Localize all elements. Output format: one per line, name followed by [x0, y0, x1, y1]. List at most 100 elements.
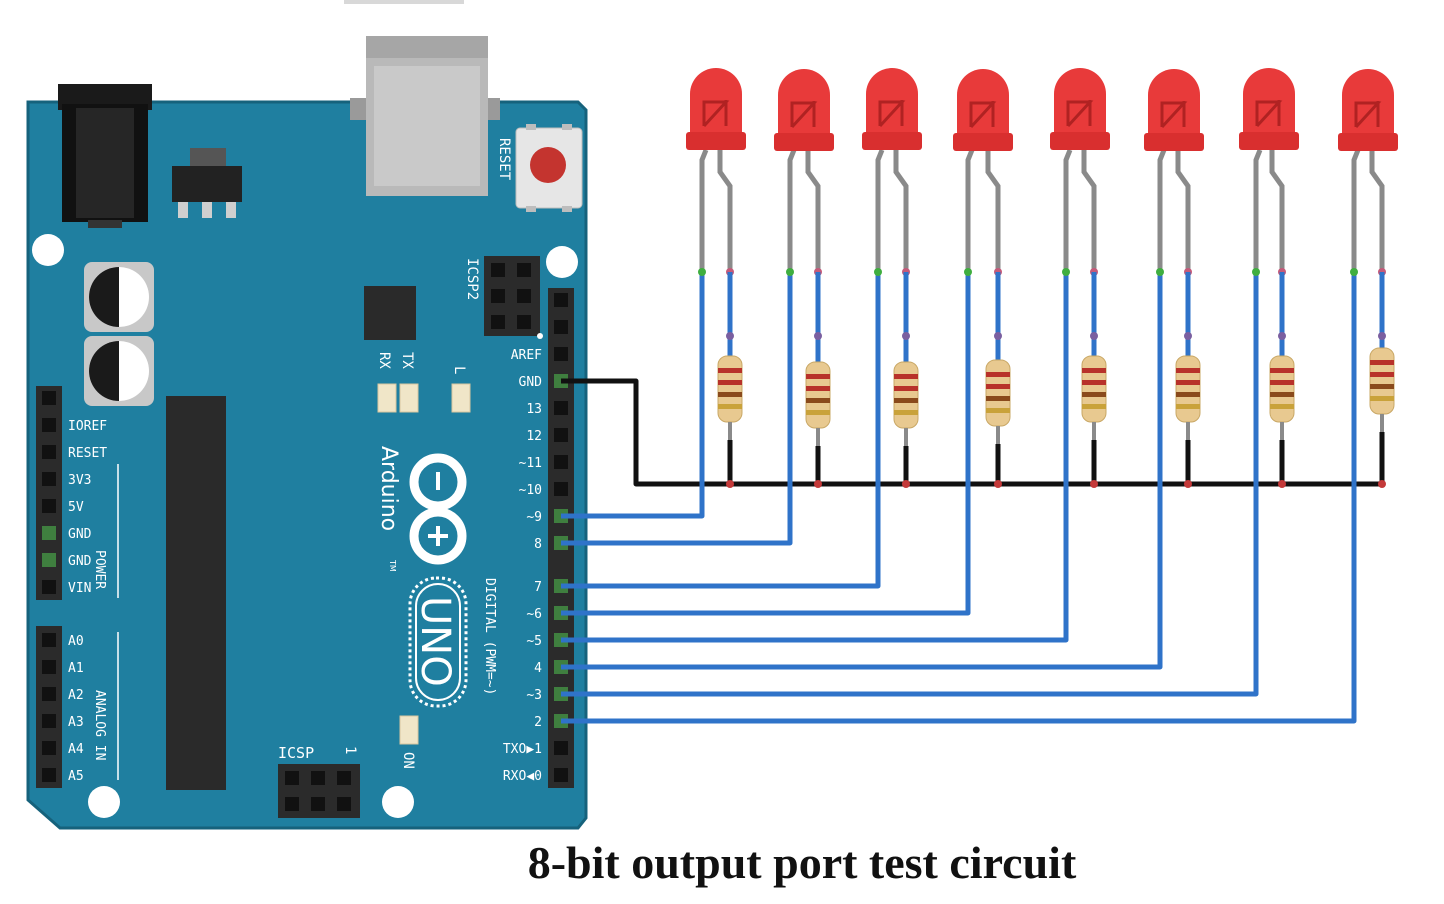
signal-wire [561, 272, 793, 546]
led [1054, 68, 1106, 146]
analog-section-label: ANALOG IN [92, 690, 107, 760]
tx-label: TX [399, 352, 415, 369]
digital-pin[interactable] [554, 320, 568, 334]
icsp-pin[interactable] [337, 771, 351, 785]
junction-dot [1184, 332, 1192, 340]
analog-pin[interactable] [42, 687, 56, 701]
analog-pin[interactable] [42, 741, 56, 755]
arduino-logo [409, 453, 467, 565]
digital-pin[interactable] [554, 482, 568, 496]
resistor-band [986, 396, 1010, 401]
reset-label: RESET [496, 138, 512, 181]
icsp-pin[interactable] [311, 797, 325, 811]
power-pin[interactable] [42, 580, 56, 594]
resistor-band [1176, 368, 1200, 373]
uno-badge [408, 576, 468, 708]
led-rim [1144, 133, 1204, 151]
mounting-hole [32, 234, 64, 266]
digital-pin[interactable] [554, 347, 568, 361]
junction-dot [1062, 268, 1070, 276]
icsp2-pin[interactable] [517, 315, 531, 329]
led-rim [953, 133, 1013, 151]
resistor-band [986, 384, 1010, 389]
analog-pin[interactable] [42, 768, 56, 782]
power-pin-label: IOREF [68, 419, 107, 434]
junction-dot [1156, 268, 1164, 276]
icsp-pin[interactable] [311, 771, 325, 785]
led [690, 68, 742, 146]
mounting-hole [546, 246, 578, 278]
junction-dot [994, 332, 1002, 340]
digital-pin-label: 2 [534, 715, 542, 730]
resistor-band [1370, 396, 1394, 401]
digital-pin[interactable] [554, 768, 568, 782]
digital-pin[interactable] [554, 455, 568, 469]
analog-pin[interactable] [42, 714, 56, 728]
power-header [36, 386, 62, 600]
analog-pin[interactable] [42, 633, 56, 647]
icsp-pin[interactable] [285, 797, 299, 811]
power-pin-label: 3V3 [68, 473, 91, 488]
resistor-band [718, 404, 742, 409]
power-pin[interactable] [42, 391, 56, 405]
digital-header [548, 288, 574, 788]
junction-dot [902, 332, 910, 340]
resistor-band [1176, 392, 1200, 397]
reset-button[interactable] [515, 124, 583, 212]
junction-dot [1252, 268, 1260, 276]
junction-dot [1090, 332, 1098, 340]
digital-pin[interactable] [554, 401, 568, 415]
junction-dot [1184, 480, 1192, 488]
power-pin-label: VIN [68, 581, 91, 596]
icsp2-pin[interactable] [491, 315, 505, 329]
junction-dot [1278, 332, 1286, 340]
icsp2-pin[interactable] [517, 289, 531, 303]
on-label: ON [400, 752, 416, 769]
resistor-band [806, 374, 830, 379]
digital-pin-label: 13 [526, 402, 542, 417]
resistor-band [1270, 404, 1294, 409]
led-rim [1338, 133, 1398, 151]
power-pin[interactable] [42, 526, 56, 540]
icsp2-pin[interactable] [491, 263, 505, 277]
power-pin[interactable] [42, 445, 56, 459]
digital-section-label: DIGITAL (PWM=~) [482, 578, 497, 695]
power-pin[interactable] [42, 418, 56, 432]
trademark-mark: TM [388, 559, 397, 572]
analog-pin-label: A4 [68, 742, 84, 757]
icsp-pin[interactable] [285, 771, 299, 785]
digital-pin-label: ~10 [519, 483, 542, 498]
led-anode-leg [1081, 150, 1097, 272]
analog-pin[interactable] [42, 660, 56, 674]
resistor-band [1082, 380, 1106, 385]
resistor-band [1176, 380, 1200, 385]
caption: 8-bit output port test circuit [527, 837, 1077, 888]
led-assembly [774, 69, 834, 488]
led-assembly [1050, 68, 1110, 488]
digital-pin[interactable] [554, 293, 568, 307]
power-pin[interactable] [42, 553, 56, 567]
resistor-band [1370, 384, 1394, 389]
resistor [1175, 355, 1201, 423]
analog-header [36, 626, 62, 788]
rx-label: RX [376, 352, 392, 369]
digital-pin[interactable] [554, 428, 568, 442]
signal-wire [561, 272, 971, 616]
icsp2-pin[interactable] [491, 289, 505, 303]
mounting-hole [382, 786, 414, 818]
junction-dot [1350, 268, 1358, 276]
power-pin[interactable] [42, 472, 56, 486]
microcontroller-chip [166, 396, 226, 790]
icsp-pin[interactable] [337, 797, 351, 811]
icsp2-pin[interactable] [517, 263, 531, 277]
led-rim [862, 132, 922, 150]
digital-pin[interactable] [554, 741, 568, 755]
analog-pin-label: A5 [68, 769, 84, 784]
power-pin-label: GND [68, 527, 92, 542]
junction-dot [1090, 480, 1098, 488]
junction-dot [1278, 480, 1286, 488]
ground-bus-wire [561, 378, 1384, 487]
power-pin[interactable] [42, 499, 56, 513]
ground-wiring [561, 378, 1384, 487]
resistor [1369, 347, 1395, 415]
